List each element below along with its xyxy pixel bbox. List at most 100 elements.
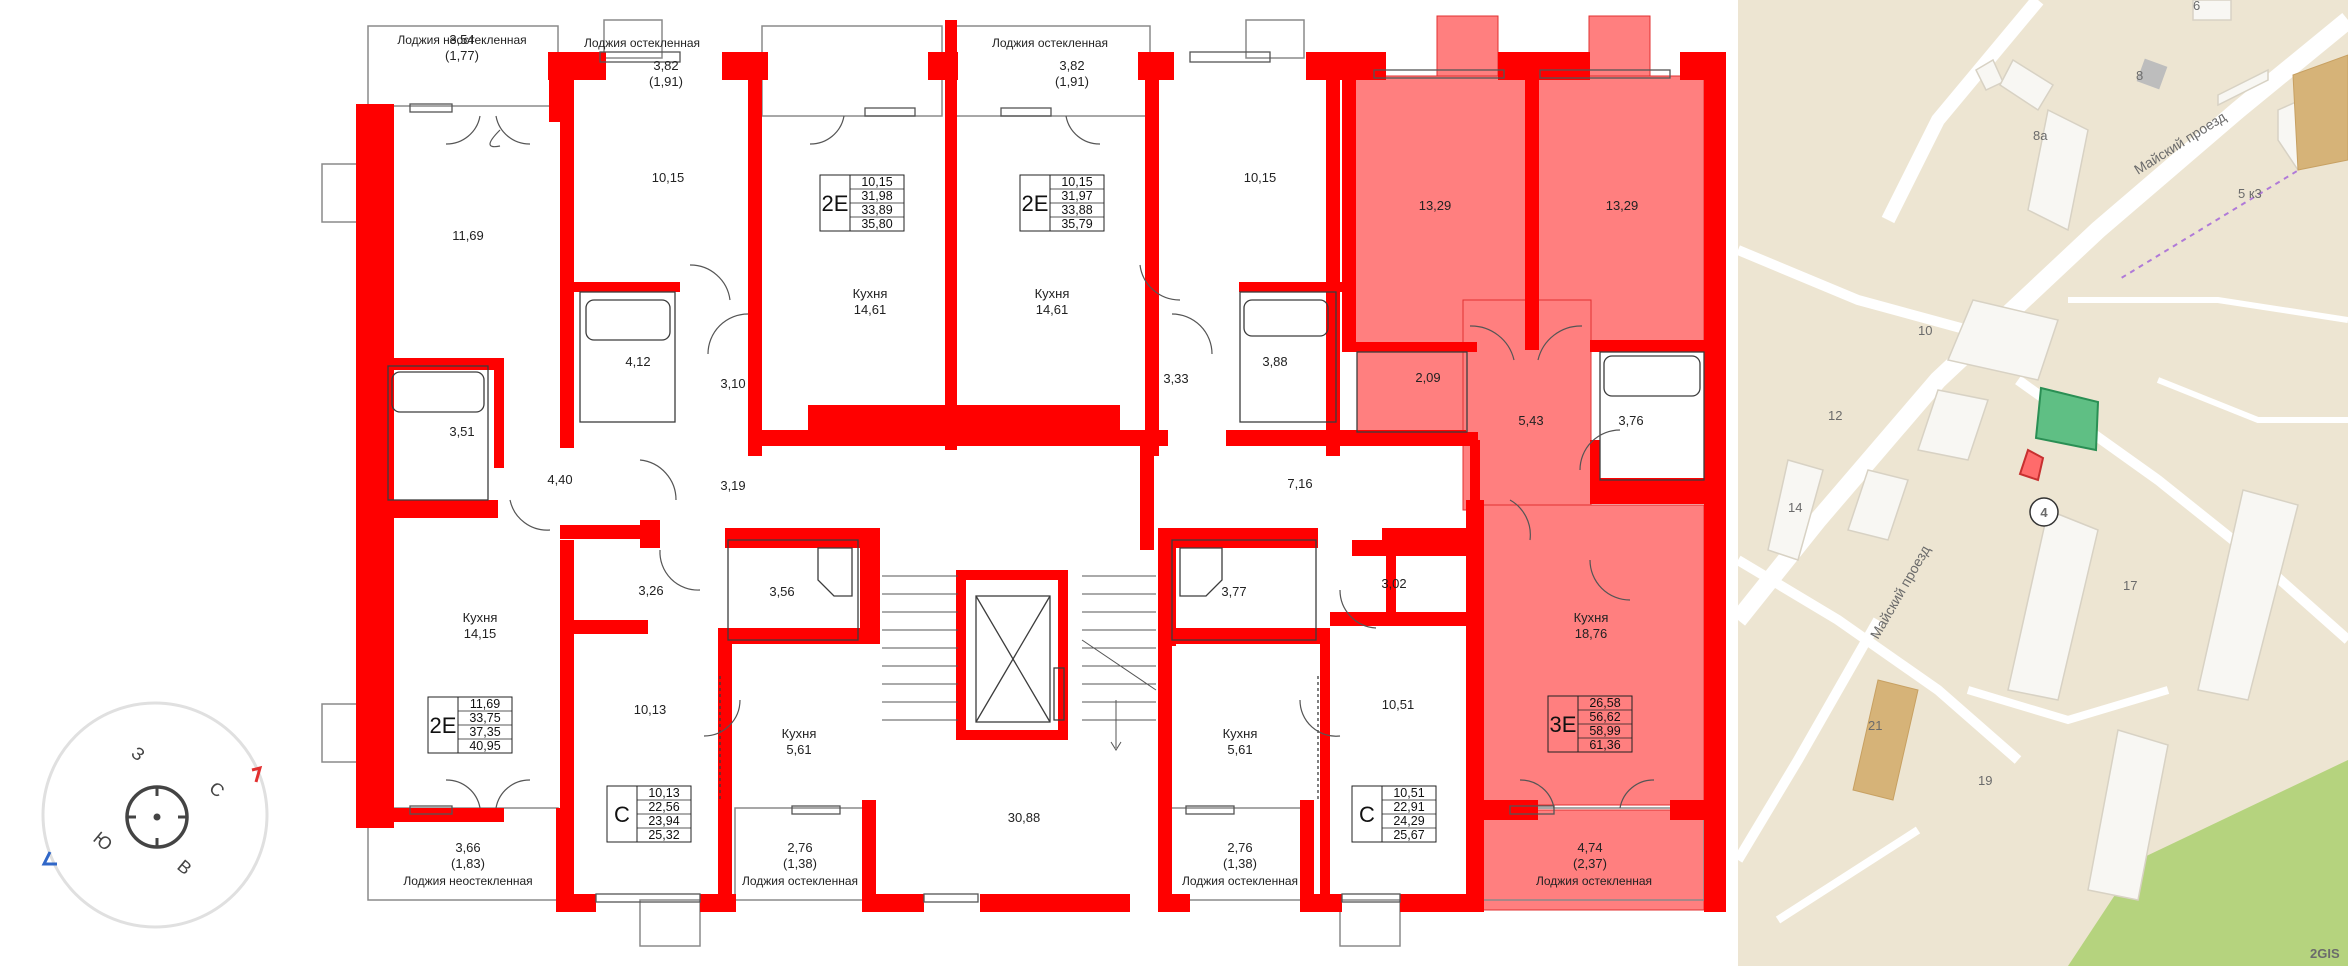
room-label: 3,56 <box>769 584 794 599</box>
room-area-label: 14,61 <box>854 302 887 317</box>
wall <box>722 52 768 80</box>
walls <box>356 20 1726 912</box>
selected-apartment-3e[interactable] <box>1351 15 1705 911</box>
building-labels: 6 8 8а 5 к3 10 12 14 17 21 19 <box>1788 0 2262 788</box>
wall <box>356 358 502 370</box>
room-label: 10,51 <box>1382 697 1415 712</box>
wall <box>1314 894 1342 912</box>
room-area-label: 18,76 <box>1575 626 1608 641</box>
bathroom-partition <box>1599 351 1705 481</box>
apartment-area-value: 23,94 <box>648 814 679 828</box>
wall <box>549 52 563 122</box>
wall <box>1590 340 1704 352</box>
bathtub <box>391 371 485 413</box>
balcony-outline <box>321 163 361 223</box>
house-marker-label: 4 <box>2040 505 2048 520</box>
wall <box>1400 894 1484 912</box>
room-label: 3,82 <box>1059 58 1084 73</box>
wall <box>980 894 1130 912</box>
apartment-area-value: 33,75 <box>469 711 500 725</box>
wall <box>718 640 732 912</box>
apartment-type-label: 2Е <box>822 191 849 216</box>
apartment-area-value: 33,89 <box>861 203 892 217</box>
svg-text:12: 12 <box>1828 408 1842 423</box>
building-21 <box>1852 679 1919 801</box>
apartment-area-value: 33,88 <box>1061 203 1092 217</box>
wall <box>1590 440 1600 500</box>
bathroom-partition <box>387 365 489 501</box>
wall <box>1470 440 1480 500</box>
compass-north-pointer-icon <box>251 765 263 783</box>
map-attribution: 2GIS <box>2310 946 2340 961</box>
wall <box>560 525 656 539</box>
wall <box>945 20 957 450</box>
apartment-area-value: 11,69 <box>470 697 500 711</box>
wall <box>1590 478 1726 504</box>
apartment-type-label: 2Е <box>1022 191 1049 216</box>
room-label: 3,33 <box>1163 371 1188 386</box>
wall <box>1342 52 1356 352</box>
room-label: 3,51 <box>449 424 474 439</box>
bathroom-partition <box>727 539 859 641</box>
apartment-area-value: 25,67 <box>1393 828 1424 842</box>
wall <box>1478 800 1538 820</box>
apartment-area-value: 31,98 <box>861 189 892 203</box>
room-label: Кухня <box>463 610 498 625</box>
wall <box>1352 540 1466 556</box>
room-label: 3,77 <box>1221 584 1246 599</box>
house-marker[interactable] <box>2029 497 2059 527</box>
wall <box>1358 432 1478 446</box>
apartment-area-value: 35,79 <box>1061 217 1092 231</box>
highlight-room <box>1476 504 1705 806</box>
room-label: 3,82 <box>653 58 678 73</box>
room-label: 10,15 <box>652 170 685 185</box>
apartment-area-value: 22,91 <box>1393 800 1424 814</box>
room-area-label: (1,38) <box>783 856 817 871</box>
balcony-outline <box>603 19 663 59</box>
room-label: 5,43 <box>1518 413 1543 428</box>
bathroom-partition <box>1171 539 1317 641</box>
elevator-door <box>1053 667 1065 721</box>
wall <box>1330 612 1466 626</box>
room-area-label: (1,77) <box>445 48 479 63</box>
apartment-area-value: 35,80 <box>861 217 892 231</box>
room-label: Кухня <box>1035 286 1070 301</box>
wall <box>1160 894 1190 912</box>
location-map-panel[interactable]: 4 Майский проезд Майский проезд 6 8 8а 5… <box>1738 0 2348 966</box>
svg-text:8: 8 <box>2136 68 2143 83</box>
room-label: Лоджия остекленная <box>742 874 858 888</box>
wall <box>1352 342 1477 352</box>
location-map[interactable]: 4 Майский проезд Майский проезд 6 8 8а 5… <box>1738 0 2348 966</box>
room-label: 30,88 <box>1008 810 1041 825</box>
balcony-outline <box>639 899 701 947</box>
wall <box>574 620 648 634</box>
apartment-type-label: 2Е <box>430 713 457 738</box>
wall <box>1140 440 1154 550</box>
elevator-cross <box>975 595 1051 723</box>
wall <box>1058 570 1068 740</box>
elevator-shaft <box>975 595 1051 723</box>
apartment-area-value: 58,99 <box>1589 724 1620 738</box>
apartment-area-value: 61,36 <box>1589 738 1620 752</box>
wall <box>876 894 924 912</box>
room-label: 7,16 <box>1287 476 1312 491</box>
target-building-green <box>2034 386 2100 452</box>
building-yellow <box>2292 54 2348 171</box>
wall <box>748 80 762 456</box>
room-label: 3,66 <box>455 840 480 855</box>
room-label: Кухня <box>782 726 817 741</box>
wall <box>1498 52 1590 80</box>
wall <box>1158 528 1318 548</box>
room-label: 4,74 <box>1577 840 1602 855</box>
room-area-label: 14,15 <box>464 626 497 641</box>
compass-widget[interactable]: С В Ю З <box>40 700 270 930</box>
room-label: Лоджия остекленная <box>1182 874 1298 888</box>
room-label: Лоджия остекленная <box>992 36 1108 50</box>
